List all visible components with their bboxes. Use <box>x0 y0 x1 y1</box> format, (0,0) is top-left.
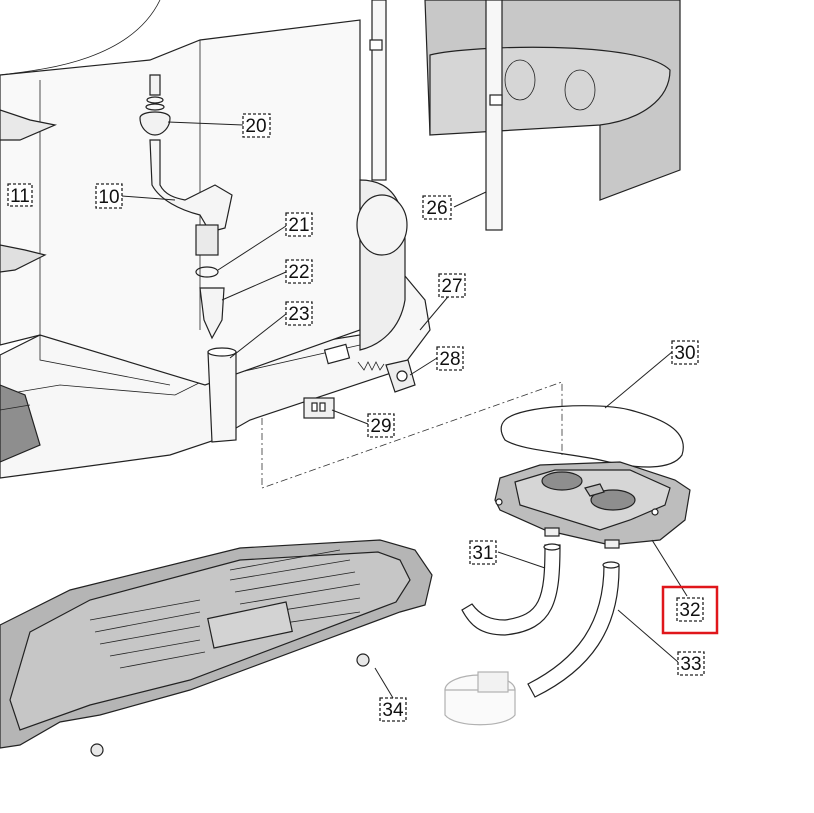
callout-34: 34 <box>379 697 407 722</box>
callout-31: 31 <box>469 540 497 565</box>
water-tank <box>369 0 681 231</box>
microswitch <box>303 397 335 419</box>
callout-27: 27 <box>438 273 466 298</box>
callout-label: 34 <box>382 700 404 721</box>
leader-lines <box>121 121 688 699</box>
callout-label: 28 <box>439 349 460 370</box>
callout-32-highlighted: 32 <box>661 585 719 635</box>
callout-29: 29 <box>367 413 395 438</box>
highlight-frame <box>661 585 719 635</box>
callout-label: 10 <box>98 187 119 208</box>
callout-label: 31 <box>472 543 493 564</box>
callout-label: 22 <box>288 262 309 283</box>
callout-11: 11 <box>7 183 33 207</box>
pump-faded <box>444 671 516 726</box>
callout-28: 28 <box>436 346 464 371</box>
spring-and-lock <box>357 359 416 393</box>
callout-label: 23 <box>288 304 309 325</box>
callout-label: 33 <box>680 654 701 675</box>
heater-plate-part <box>494 461 691 549</box>
callout-label: 32 <box>679 600 700 621</box>
callout-label: 20 <box>245 116 266 137</box>
callout-label: 29 <box>370 416 391 437</box>
callout-label: 27 <box>441 276 462 297</box>
steam-wand-assembly <box>139 74 237 443</box>
callout-20: 20 <box>242 113 271 138</box>
callout-26: 26 <box>422 195 452 220</box>
gasket <box>500 405 684 468</box>
callout-21: 21 <box>285 212 313 237</box>
callout-10: 10 <box>95 183 123 209</box>
base-plate <box>0 539 433 757</box>
assembly-guide-line <box>261 381 563 489</box>
callout-label: 26 <box>426 198 447 219</box>
callout-23: 23 <box>285 301 313 326</box>
callout-label: 21 <box>288 215 309 236</box>
hoses <box>461 543 620 698</box>
callout-30: 30 <box>671 340 699 365</box>
callout-22: 22 <box>285 259 313 284</box>
callout-label: 30 <box>674 343 695 364</box>
callout-33: 33 <box>677 651 705 676</box>
callout-label: 11 <box>10 186 30 207</box>
